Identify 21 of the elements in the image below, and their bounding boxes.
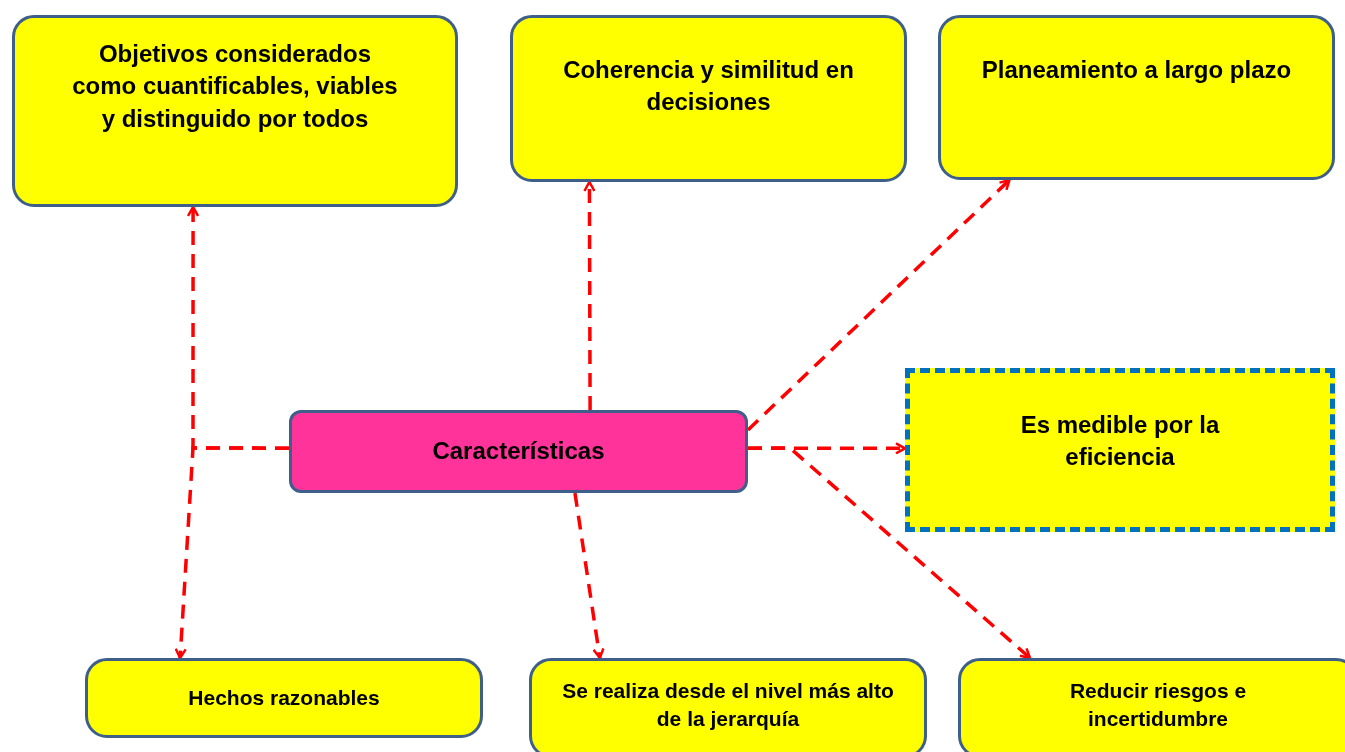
text-box	[529, 658, 927, 752]
arrow	[748, 446, 1032, 660]
arrow	[573, 492, 605, 660]
arrow	[174, 446, 289, 660]
text-box	[905, 368, 1335, 532]
text-box	[958, 658, 1345, 752]
text-box	[289, 410, 748, 493]
arrow	[746, 178, 1011, 432]
text-box	[85, 658, 483, 738]
node-label: Hechos razonables	[188, 684, 380, 711]
text-box	[12, 15, 458, 207]
node-label: Características	[432, 436, 605, 467]
node-label: Reducir riesgos e incertidumbre	[1068, 678, 1248, 733]
node-label: Coherencia y similitud en decisiones	[562, 55, 855, 118]
node-label: Se realiza desde el nivel más alto de la jerarquía	[562, 678, 894, 733]
arrow	[583, 180, 596, 410]
node-label: Objetivos considerados como cuantificables, viables y distinguido por todos	[71, 39, 399, 134]
text-box	[510, 15, 907, 182]
node-label: Es medible por la eficiencia	[1019, 410, 1221, 473]
node-label: Planeamiento a largo plazo	[981, 55, 1292, 85]
text-box	[938, 15, 1335, 180]
